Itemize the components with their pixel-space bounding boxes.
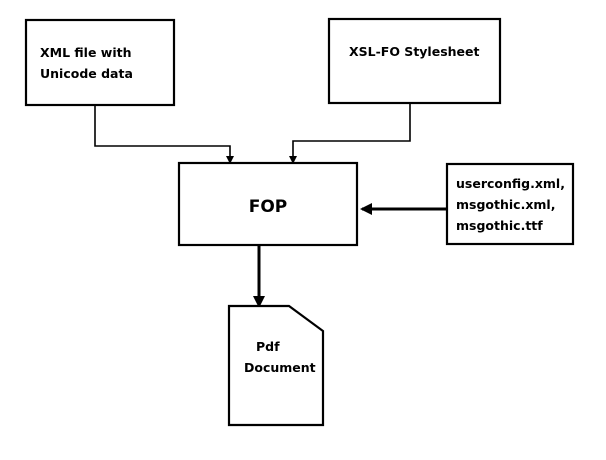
xml-file-label-line-2: Unicode data xyxy=(40,66,133,81)
pdf-label-line-1: Pdf xyxy=(256,339,280,354)
fop-label: FOP xyxy=(249,197,288,217)
node-config-files: userconfig.xml, msgothic.xml, msgothic.t… xyxy=(445,162,575,246)
config-label-line-3: msgothic.ttf xyxy=(456,218,543,233)
node-xsl-fo: XSL-FO Stylesheet xyxy=(327,17,502,105)
edges-group xyxy=(94,103,447,308)
xml-file-box xyxy=(24,18,176,107)
config-label-line-2: msgothic.xml, xyxy=(456,197,555,212)
fop-box xyxy=(177,161,359,247)
node-pdf-document: Pdf Document xyxy=(227,304,325,427)
edge-xsl-to-fop xyxy=(289,103,411,164)
pdf-label-line-2: Document xyxy=(244,360,316,375)
xsl-fo-label: XSL-FO Stylesheet xyxy=(349,44,479,59)
xsl-fo-box xyxy=(327,17,502,105)
pdf-document-shape xyxy=(227,304,325,427)
edge-xml-to-fop xyxy=(94,105,234,164)
node-xml-file: XML file with Unicode data xyxy=(24,18,176,107)
config-files-box xyxy=(445,162,575,246)
config-label-line-1: userconfig.xml, xyxy=(456,176,565,191)
node-fop: FOP xyxy=(177,161,359,247)
xml-file-label-line-1: XML file with xyxy=(40,45,131,60)
